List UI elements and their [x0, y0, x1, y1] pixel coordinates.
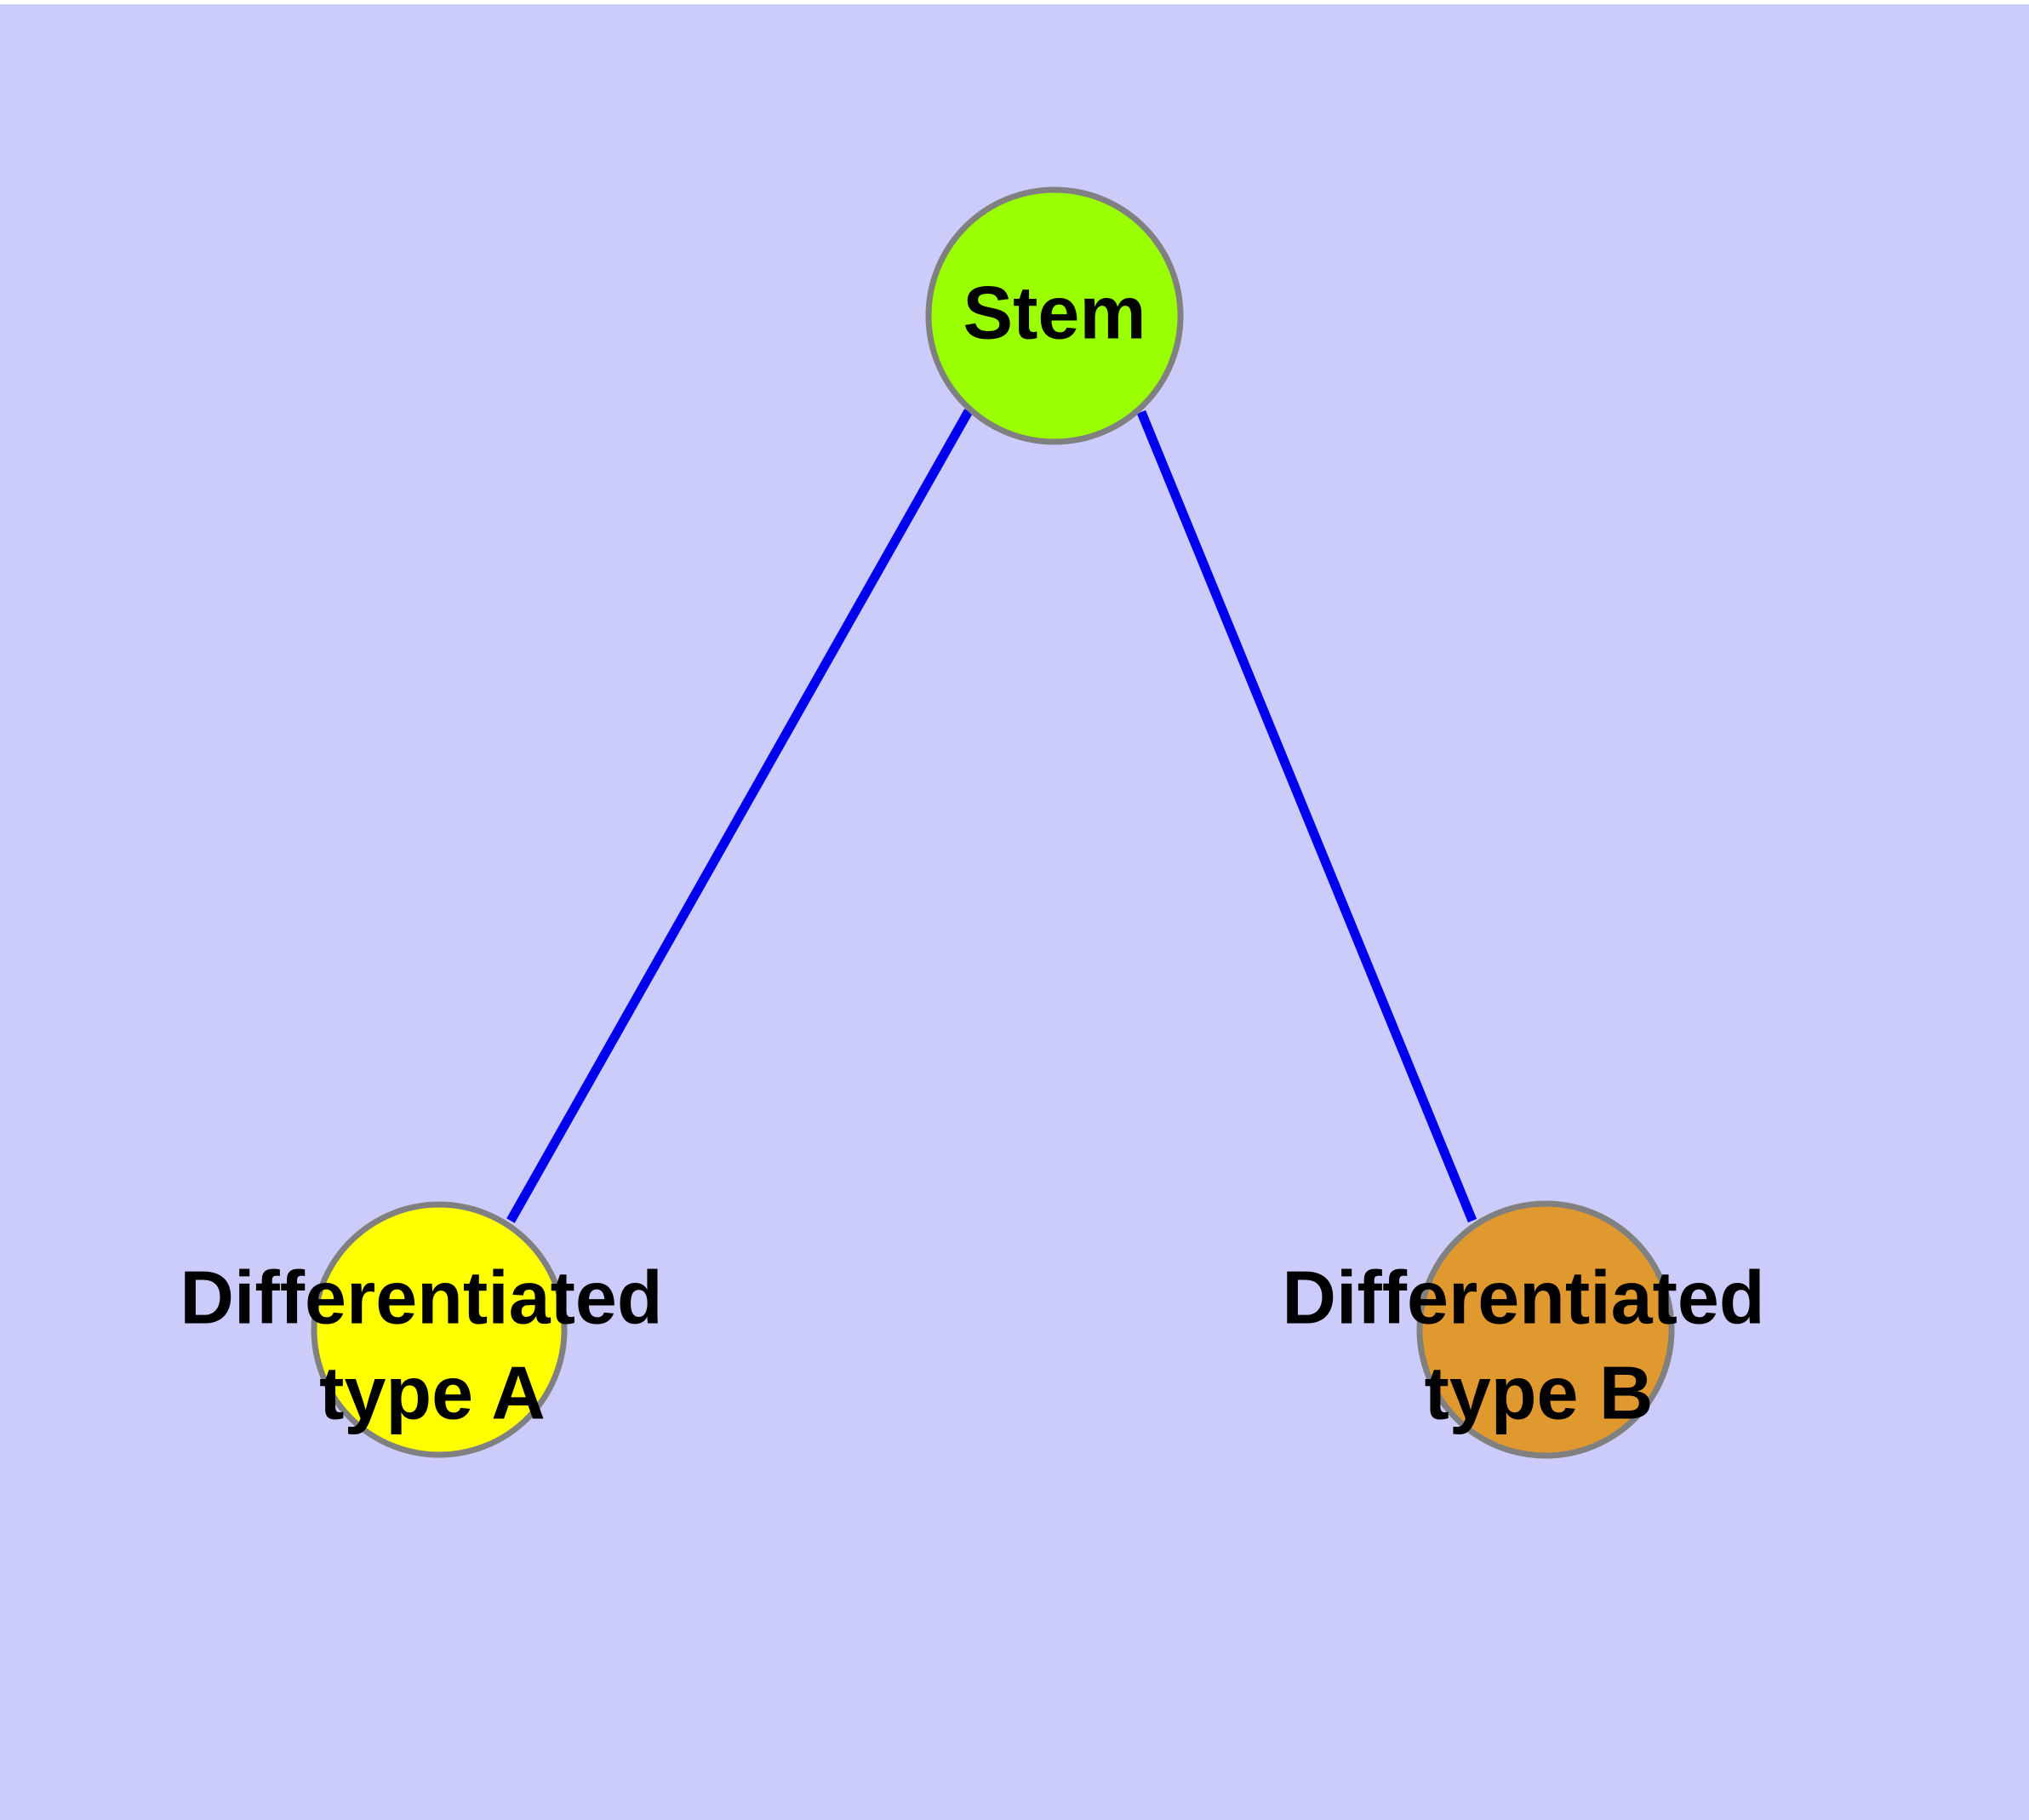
edge-layer [506, 409, 1477, 1223]
node-differentiated-type-b-circle[interactable] [1416, 1200, 1675, 1459]
node-stem-label: Stem [963, 270, 1146, 354]
node-differentiated-type-b[interactable] [1416, 1200, 1675, 1459]
node-differentiated-type-a-label-line2: type A [319, 1350, 546, 1434]
edge-stem-to-differentiated-type-a[interactable] [506, 409, 973, 1223]
node-stem[interactable] [925, 186, 1184, 445]
node-differentiated-type-b-label-line2: type B [1425, 1350, 1654, 1434]
edge-stem-to-differentiated-type-b[interactable] [1136, 409, 1477, 1223]
node-differentiated-type-a[interactable] [311, 1201, 568, 1458]
node-differentiated-type-a-circle[interactable] [311, 1201, 568, 1458]
canvas-top-margin [0, 0, 2029, 4]
node-stem-circle[interactable] [925, 186, 1184, 445]
node-differentiated-type-b-label-line1: Differentiated [1282, 1255, 1764, 1339]
node-differentiated-type-a-label-line1: Differentiated [180, 1255, 662, 1339]
node-layer [311, 186, 1675, 1459]
label-layer: Stem Differentiated type A Differentiate… [180, 270, 1764, 1434]
